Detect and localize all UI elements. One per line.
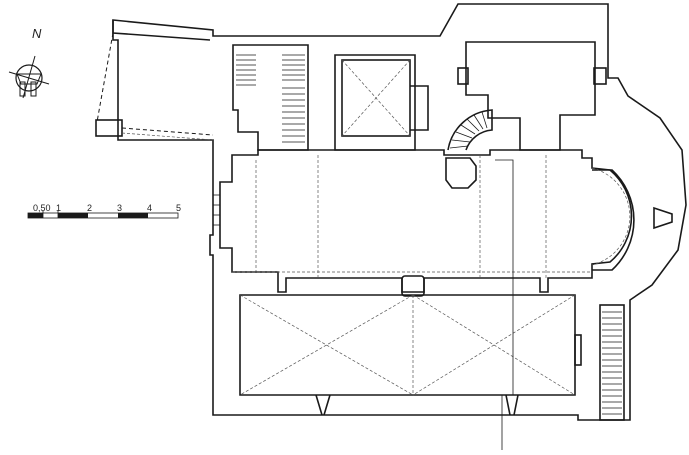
nave-walls bbox=[219, 149, 633, 293]
scale-label-5: 5 bbox=[176, 203, 181, 213]
apse-outer bbox=[592, 169, 635, 271]
scale-bar-icon bbox=[27, 211, 179, 219]
south-east-stair-treads bbox=[602, 311, 622, 415]
north-chapel-annex bbox=[410, 85, 429, 131]
spiral-stair-outer bbox=[447, 109, 493, 151]
courtyard-wall-north bbox=[112, 20, 211, 41]
section-line bbox=[495, 159, 514, 450]
outer-enclosure-wall bbox=[112, 3, 687, 421]
south-hall-pillar bbox=[401, 275, 425, 297]
north-east-buttress-left bbox=[457, 67, 469, 85]
south-hall-door-left bbox=[315, 394, 331, 416]
south-east-stair bbox=[599, 304, 625, 421]
apse-inner-arc bbox=[591, 167, 631, 266]
north-east-buttress-right bbox=[593, 67, 607, 85]
courtyard-wall-south bbox=[121, 127, 214, 136]
scale-label-4: 4 bbox=[147, 203, 152, 213]
scale-label-1: 1 bbox=[56, 203, 61, 213]
west-approach-line bbox=[121, 132, 214, 141]
south-east-buttress bbox=[574, 334, 582, 366]
south-hall-walls bbox=[239, 294, 576, 396]
courtyard-wall-west bbox=[96, 32, 114, 123]
stair-tower-north bbox=[232, 44, 309, 151]
apse-window bbox=[653, 206, 673, 230]
scale-label-050: 0,50 bbox=[33, 203, 51, 213]
west-entrance-steps bbox=[213, 194, 220, 226]
south-hall-door-right bbox=[505, 394, 519, 416]
north-chapel-vault-diagonals bbox=[341, 59, 411, 137]
spiral-stair-base bbox=[445, 157, 477, 189]
spiral-stair-treads bbox=[449, 111, 488, 149]
scale-label-2: 2 bbox=[87, 203, 92, 213]
north-label: N bbox=[32, 26, 42, 41]
north-east-block bbox=[465, 41, 596, 151]
north-stair-treads bbox=[236, 54, 305, 143]
scale-label-3: 3 bbox=[117, 203, 122, 213]
south-hall-vault-diagonals bbox=[239, 294, 576, 396]
north-arrow-icon bbox=[8, 55, 50, 99]
north-chapel bbox=[341, 59, 411, 137]
